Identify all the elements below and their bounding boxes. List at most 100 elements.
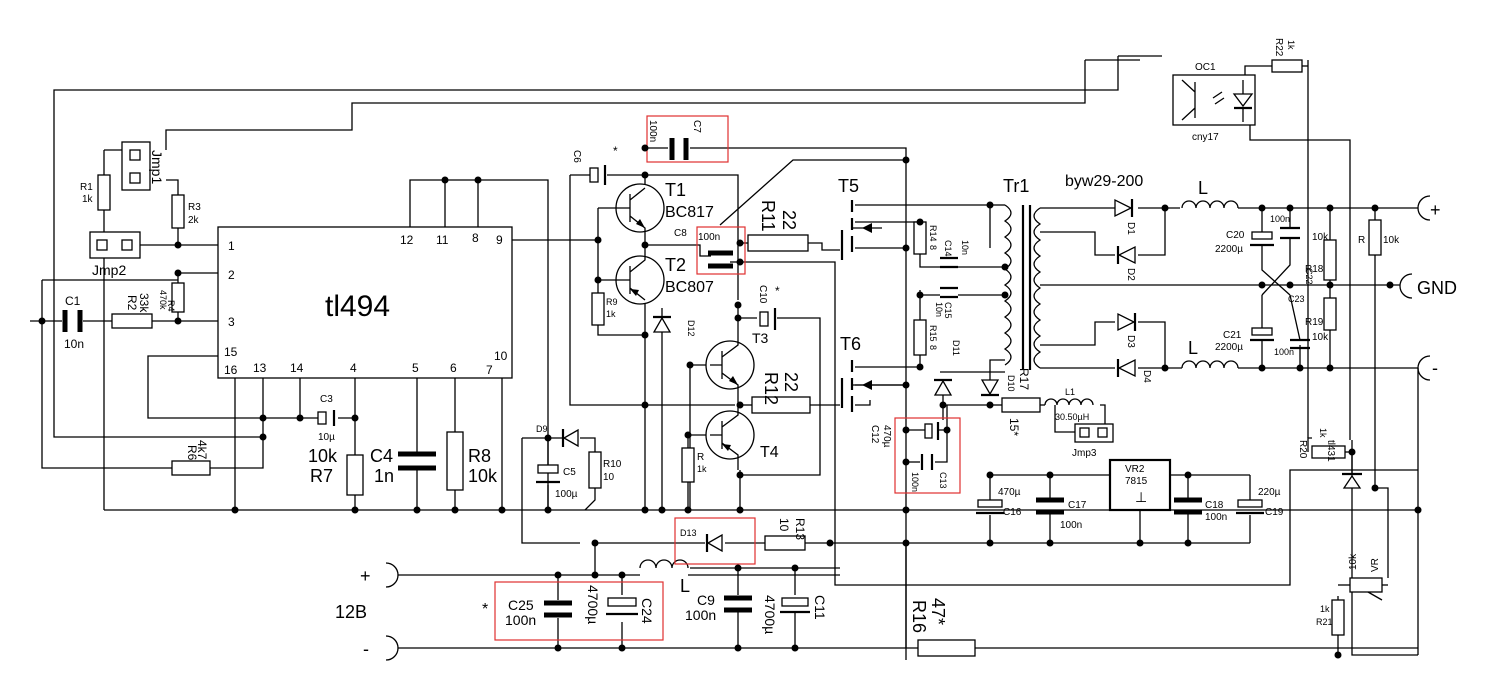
l1-label: L1: [1065, 387, 1075, 397]
c20-value: 2200µ: [1215, 244, 1243, 255]
junctions: [38, 144, 1422, 659]
c5-value: 100µ: [555, 489, 578, 500]
pin-label: 6: [450, 361, 457, 375]
d10-label: D10: [1006, 375, 1016, 392]
r7-label: R7: [310, 466, 333, 486]
in-minus-terminal: -: [363, 639, 369, 659]
d3-label: D3: [1125, 335, 1136, 348]
ic-name: tl494: [325, 290, 390, 323]
r11-value: 22: [779, 210, 799, 230]
r-top-label: R: [1358, 235, 1365, 246]
r4-resistor: [171, 282, 185, 313]
r4-label: R4: [166, 300, 176, 312]
c14-label: C14: [943, 240, 953, 257]
vr2-label: VR2: [1125, 464, 1145, 475]
l-in-label: L: [680, 576, 690, 596]
t1-label: T1: [665, 180, 686, 200]
tr1-transformer: Tr1: [1003, 176, 1042, 370]
c6-star: *: [613, 144, 618, 158]
pin-label: 8: [472, 231, 479, 245]
t5-mosfet: T5: [838, 176, 882, 260]
c24-value: 4700µ: [585, 585, 601, 624]
r12-value: 22: [781, 372, 801, 392]
pin-label: 3: [228, 315, 235, 329]
c12-value: 470µ: [881, 425, 892, 448]
r16-resistor: [917, 639, 976, 657]
pin-label: 7: [486, 363, 493, 377]
c18-value: 100n: [1205, 512, 1227, 523]
out-gnd-terminal: GND: [1417, 278, 1457, 298]
t6-mosfet: T6: [840, 334, 906, 412]
r1-value: 1k: [82, 194, 94, 205]
pin-label: 2: [228, 268, 235, 282]
t6-label: T6: [840, 334, 861, 354]
c12-label: C12: [869, 425, 880, 444]
r-top-value: 10k: [1383, 235, 1400, 246]
c16-value: 470µ: [998, 487, 1021, 498]
r9-resistor: [591, 292, 605, 326]
c4-value: 1n: [374, 466, 394, 486]
c21-label: C21: [1223, 330, 1242, 341]
c15-value: 10n: [934, 302, 944, 317]
r2-label: R2: [125, 295, 139, 311]
r17-label: R17: [1017, 368, 1031, 390]
r18-resistor: [1323, 239, 1337, 281]
c4-label: C4: [370, 446, 393, 466]
r7-resistor: [346, 454, 364, 496]
r18-label: R18: [1305, 264, 1324, 275]
r12-resistor: [751, 396, 811, 414]
r12-label: R12: [761, 372, 781, 405]
vr-potentiometer: [1349, 577, 1383, 593]
r15-resistor: [913, 319, 927, 356]
pin-label: 15: [224, 345, 238, 359]
t2-transistor: T2 BC807: [615, 245, 714, 305]
r2-value: 33k: [137, 293, 151, 313]
r4-value: 470k: [158, 290, 168, 310]
r11-label: R11: [758, 200, 778, 232]
pin-label: 4: [350, 361, 357, 375]
out-plus-terminal: +: [1430, 200, 1441, 220]
r16-label: R16: [909, 600, 929, 633]
r19-label: R19: [1305, 317, 1324, 328]
c17-value: 100n: [1060, 520, 1082, 531]
inductors: L L L L1 30.50µH: [639, 178, 1239, 596]
c24-label: C24: [639, 598, 655, 624]
r19-resistor: [1323, 297, 1337, 331]
c13-label: C13: [938, 472, 948, 489]
r17-value: 15*: [1007, 418, 1021, 436]
r13-value: 10: [777, 518, 791, 532]
tl431-shunt: tl431: [1325, 440, 1362, 500]
pin-label: 1: [228, 239, 235, 253]
r10-resistor: [588, 451, 602, 489]
pin-label: 5: [412, 361, 419, 375]
c10-star: *: [775, 284, 780, 298]
r15-label: R15: [928, 325, 938, 342]
jmp2-jumper: Jmp2: [89, 231, 141, 278]
r-t4-label: R: [697, 452, 704, 463]
c10-label: C10: [757, 285, 768, 304]
d1-type: byw29-200: [1065, 173, 1143, 190]
r3-resistor: [171, 194, 185, 229]
vr2-regulator: VR2 7815 ⊥: [1108, 458, 1172, 512]
c14-value: 10n: [960, 240, 970, 255]
capacitors: C1 10n C3 10µ C4 1n C5 100µ C6 * 100n C7…: [62, 120, 1314, 634]
highlight-c7: [646, 115, 729, 163]
jmp3-jumper: Jmp3: [1072, 423, 1114, 459]
d4-label: D4: [1141, 370, 1152, 383]
r3-value: 2k: [188, 215, 200, 226]
r7-value: 10k: [308, 446, 338, 466]
r13-resistor: [764, 535, 806, 551]
r3-label: R3: [188, 202, 201, 213]
jmp1-jumper: Jmp1: [121, 141, 165, 191]
r8-label: R8: [468, 446, 491, 466]
c20-label: C20: [1226, 230, 1245, 241]
pin-label: 16: [224, 363, 238, 377]
c22-label: C22: [1304, 268, 1314, 285]
pin-label: 14: [290, 361, 304, 375]
r17-resistor: [1001, 397, 1041, 413]
r21-label: R21: [1316, 617, 1333, 627]
in-plus-terminal: +: [360, 566, 371, 586]
c5-label: C5: [563, 467, 576, 478]
c23-label: C23: [1288, 294, 1305, 304]
